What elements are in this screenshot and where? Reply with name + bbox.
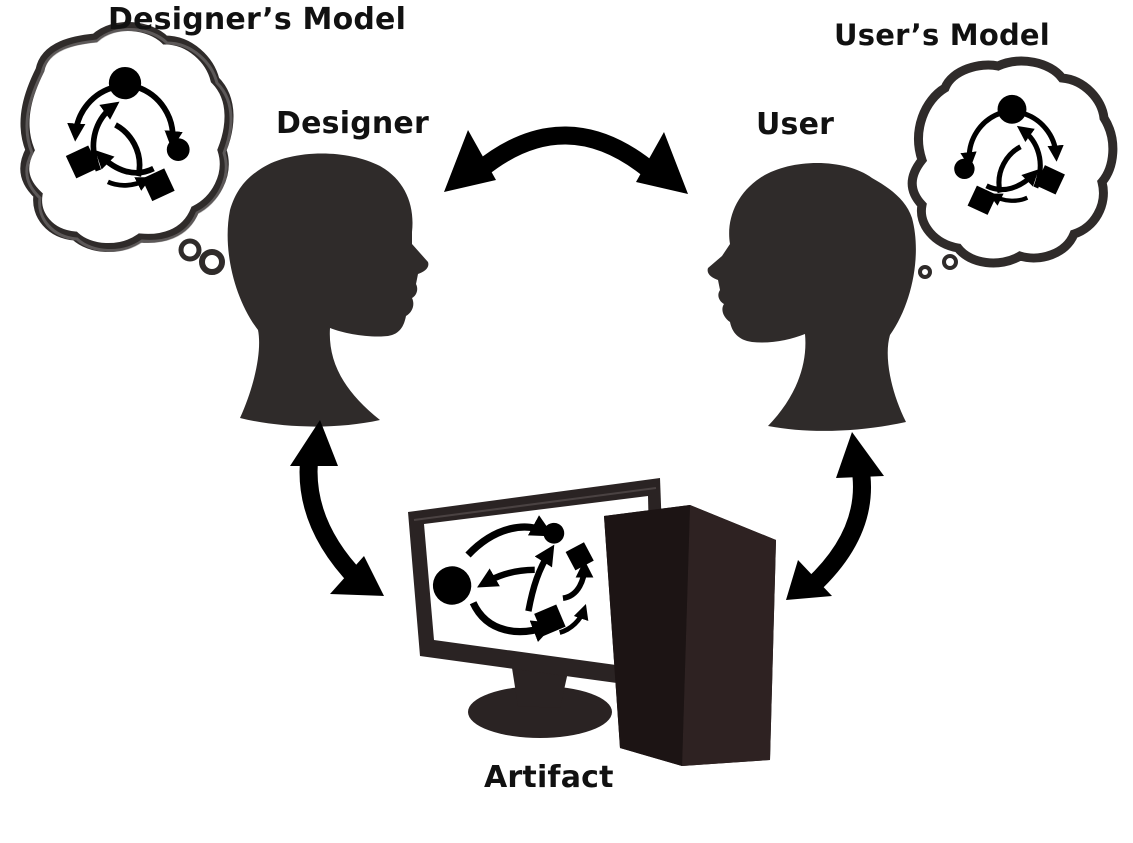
- designer-artifact-arrow: [290, 420, 384, 596]
- user-thought-bubble: [907, 56, 1118, 279]
- designer-label: Designer: [276, 106, 429, 141]
- designers-model-label: Designer’s Model: [108, 2, 407, 37]
- computer-artifact-icon: [408, 478, 776, 766]
- designer-head-icon: [227, 153, 429, 427]
- artifact-label: Artifact: [484, 760, 614, 795]
- user-label: User: [756, 107, 835, 142]
- users-model-label: User’s Model: [834, 18, 1050, 52]
- user-head-icon: [707, 163, 916, 431]
- designer-thought-bubble: [20, 22, 234, 275]
- designer-user-arrow: [444, 126, 688, 194]
- user-artifact-arrow: [786, 432, 884, 600]
